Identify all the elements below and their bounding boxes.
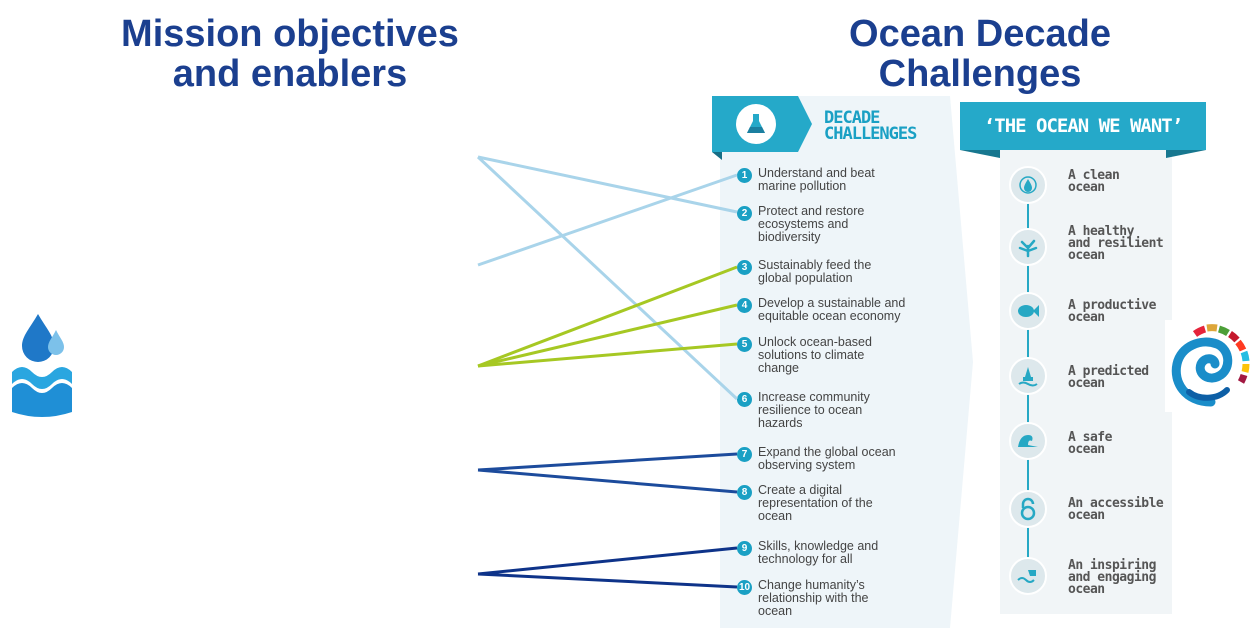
challenge-text: Develop a sustainable and equitable ocea…	[758, 296, 906, 323]
connector-blue-economy-to-3	[477, 265, 738, 368]
hand-wave-icon	[1009, 557, 1047, 595]
ocean-want-healthy: A healthy and resilient ocean	[1068, 224, 1164, 263]
connector-digital-to-7	[477, 452, 738, 472]
objective-blue-economy: Make the blue economy carbon- neutral an…	[188, 322, 396, 412]
ocean-want-accessible: An accessible ocean	[1068, 496, 1164, 523]
ocean-want-safe: A safe ocean	[1068, 430, 1112, 457]
objective-digital-ocean: Digital Ocean and Waters Knowledge Syste…	[175, 443, 409, 499]
objective-public-mobilisation: Public Mobilisation and Engagement	[186, 546, 398, 602]
challenge-number: 3	[737, 260, 752, 275]
banner-fold-right	[1166, 150, 1206, 158]
decade-challenges-panel	[720, 96, 950, 628]
water-drops-icon	[12, 314, 72, 417]
challenge-number: 2	[737, 206, 752, 221]
ocean-decade-challenges-title: Ocean Decade Challenges	[849, 13, 1111, 95]
challenge-number: 4	[737, 298, 752, 313]
challenge-text: Sustainably feed the global population	[758, 258, 872, 285]
connector-public-to-10	[477, 572, 738, 589]
ocean-we-want-banner: ‘THE OCEAN WE WANT’	[960, 102, 1206, 150]
connector-public-to-9	[477, 546, 738, 576]
challenge-text: Change humanity’s relationship with the …	[758, 578, 869, 618]
mission-objectives-title: Mission objectives and enablers	[121, 13, 459, 95]
challenge-text: Create a digital representation of the o…	[758, 483, 873, 523]
banner-fold-left	[960, 150, 1000, 158]
connector-protect-to-6	[476, 155, 739, 401]
ocean-want-inspiring: An inspiring and engaging ocean	[1068, 558, 1156, 597]
challenge-number: 7	[737, 447, 752, 462]
buoy-icon	[1009, 357, 1047, 395]
challenge-number: 1	[737, 168, 752, 183]
flask-icon	[736, 104, 776, 144]
challenge-number: 8	[737, 485, 752, 500]
challenge-text: Expand the global ocean observing system	[758, 445, 896, 472]
challenge-text: Understand and beat marine pollution	[758, 166, 875, 193]
ocean-want-productive: A productive ocean	[1068, 298, 1156, 325]
fish-icon	[1009, 292, 1047, 330]
challenge-text: Skills, knowledge and technology for all	[758, 539, 879, 566]
connector-protect-to-2	[477, 155, 738, 214]
panel-arrow-chevron	[945, 96, 973, 628]
wave-icon	[1009, 422, 1047, 460]
challenge-number: 10	[737, 580, 752, 595]
connector-blue-economy-to-5	[477, 342, 738, 368]
challenge-text: Increase community resilience to ocean h…	[758, 390, 870, 430]
connector-blue-economy-to-4	[477, 303, 738, 368]
connector-digital-to-8	[477, 468, 738, 494]
droplet-cycle-icon	[1009, 166, 1047, 204]
padlock-icon	[1009, 490, 1047, 528]
ocean-want-predicted: A predicted ocean	[1068, 364, 1149, 391]
challenge-number: 9	[737, 541, 752, 556]
ocean-decade-logo-icon	[1165, 320, 1255, 412]
coral-icon	[1009, 228, 1047, 266]
decade-challenges-label: DECADE CHALLENGES	[824, 108, 917, 144]
challenge-number: 6	[737, 392, 752, 407]
objective-protect-restore: Protect and restore marine and freshwate…	[165, 116, 419, 206]
challenge-text: Unlock ocean-based solutions to climate …	[758, 335, 872, 375]
challenge-text: Protect and restore ecosystems and biodi…	[758, 204, 865, 244]
ocean-want-clean: A clean ocean	[1068, 168, 1120, 195]
connector-prevent-to-1	[477, 173, 738, 267]
challenge-number: 5	[737, 337, 752, 352]
objective-prevent-pollution: Prevent and eliminate pollution of our o…	[181, 219, 403, 309]
